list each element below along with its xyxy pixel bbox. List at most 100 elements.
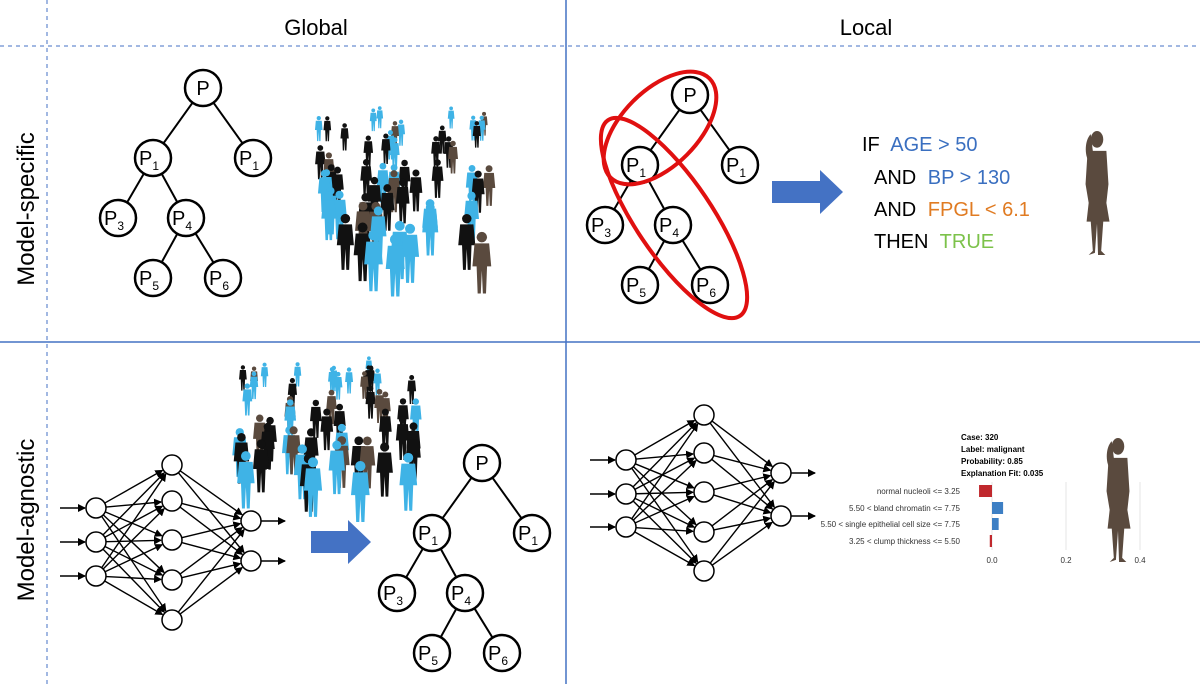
rule-line-3: AND FPGL < 6.1 xyxy=(874,199,1030,221)
tree-global-node-label: P1 xyxy=(239,148,259,173)
person-silhouette xyxy=(364,230,383,292)
tree-local-node-label: P1 xyxy=(626,155,646,180)
crowd-silhouettes-bottom xyxy=(232,356,422,523)
woman-silhouette-top xyxy=(1085,131,1110,255)
tree-global-node-lrl xyxy=(133,258,173,298)
nn-local-connection xyxy=(711,479,774,527)
row-label-model-specific: Model-specific xyxy=(13,132,40,285)
person-silhouette xyxy=(284,399,297,438)
crowd-silhouettes-top xyxy=(314,106,496,297)
nn-global-connection xyxy=(101,515,167,612)
person-silhouette xyxy=(323,116,332,142)
lime-feature-label: 3.25 < clump thickness <= 5.50 xyxy=(849,537,961,546)
node-subscript: 3 xyxy=(396,594,403,608)
tree-local-edge xyxy=(699,109,731,151)
nn-global-connection xyxy=(104,544,163,573)
tree-agnostic-node-root xyxy=(462,443,502,483)
tree-global-node-ll xyxy=(98,198,138,238)
tree-global-edge xyxy=(194,232,215,264)
person-silhouette xyxy=(482,165,496,206)
person-silhouette xyxy=(464,191,479,241)
node-subscript: 6 xyxy=(222,279,229,293)
tree-global-edge xyxy=(212,102,244,144)
node-subscript: 4 xyxy=(185,219,192,233)
person-silhouette xyxy=(469,115,477,141)
person-silhouette xyxy=(369,108,377,132)
node-letter: P xyxy=(683,85,696,107)
person-silhouette xyxy=(477,115,486,141)
tree-local-node-lrl xyxy=(620,265,660,305)
tree-agnostic-node-label: P4 xyxy=(451,583,471,608)
person-silhouette xyxy=(333,371,343,400)
person-silhouette xyxy=(314,116,323,142)
node-subscript: 1 xyxy=(639,166,646,180)
lime-feature-label: 5.50 < single epithelial cell size <= 7.… xyxy=(821,520,961,529)
node-letter: P xyxy=(383,583,396,605)
nn-global-connection xyxy=(179,526,243,575)
person-silhouette xyxy=(360,371,369,399)
person-silhouette xyxy=(471,170,485,213)
person-silhouette xyxy=(447,140,459,174)
nn-global-connection xyxy=(105,536,163,545)
tree-global-node-label: P6 xyxy=(209,268,229,293)
nn-local-connection xyxy=(713,494,772,515)
nn-global-connection xyxy=(179,470,243,516)
nn-local-connection xyxy=(631,467,699,563)
nn-global-connection xyxy=(105,575,163,584)
rule-age: AGE > 50 xyxy=(890,134,977,156)
neural-network-global xyxy=(60,454,286,631)
rule-and-2: AND xyxy=(874,199,916,221)
tree-local-edge xyxy=(649,109,681,151)
tree-agnostic-node-label: P1 xyxy=(518,523,538,548)
tree-local-node-label: P4 xyxy=(659,215,679,240)
person-silhouette xyxy=(286,426,301,475)
nn-local-connection xyxy=(709,480,775,564)
person-silhouette xyxy=(373,368,382,396)
person-silhouette xyxy=(472,231,492,294)
nn-global-neuron xyxy=(85,497,107,519)
node-letter: P xyxy=(518,523,531,545)
node-subscript: 3 xyxy=(604,226,611,240)
nn-global-connection xyxy=(181,521,242,539)
node-subscript: 5 xyxy=(152,279,159,293)
person-silhouette xyxy=(390,121,400,148)
nn-local-connection xyxy=(634,419,696,456)
tree-agnostic-node-label: P6 xyxy=(488,643,508,668)
nn-global-neuron xyxy=(161,529,183,551)
nn-local-connection xyxy=(635,450,695,460)
person-silhouette xyxy=(410,398,422,437)
node-subscript: 1 xyxy=(531,534,538,548)
person-silhouette xyxy=(407,375,417,405)
tree-global-edge xyxy=(160,233,179,263)
person-silhouette xyxy=(422,203,439,256)
nn-local-connection xyxy=(632,459,697,521)
tree-agnostic-node-ll xyxy=(377,573,417,613)
person-silhouette xyxy=(381,133,391,165)
node-letter: P xyxy=(451,583,464,605)
tree-global-node-lrr xyxy=(203,258,243,298)
nn-local-connection xyxy=(713,515,772,531)
rule-fpgl: FPGL < 6.1 xyxy=(928,199,1030,221)
lime-feature-label: 5.50 < bland chromatin <= 7.75 xyxy=(849,504,961,513)
person-silhouette xyxy=(331,166,344,208)
tree-local-edge xyxy=(647,240,666,270)
rule-and-1: AND xyxy=(874,167,916,189)
nn-local-neuron xyxy=(693,404,715,426)
tree-agnostic-node-right xyxy=(512,513,552,553)
person-silhouette xyxy=(438,125,447,154)
tree-agnostic-edge xyxy=(439,608,458,638)
nn-global-connection xyxy=(104,580,164,616)
node-letter: P xyxy=(139,148,152,170)
person-silhouette xyxy=(355,201,371,254)
node-letter: P xyxy=(139,268,152,290)
tree-agnostic-edge xyxy=(439,548,458,578)
header-local: Local xyxy=(840,15,893,40)
tree-local-node-label: P xyxy=(683,85,696,107)
person-silhouette xyxy=(328,367,336,394)
tree-global-edge xyxy=(160,173,179,203)
nn-local-neuron xyxy=(693,521,715,543)
nn-global-neuron xyxy=(161,454,183,476)
lime-label: Label: malignant xyxy=(961,445,1025,454)
person-silhouette xyxy=(350,460,370,523)
